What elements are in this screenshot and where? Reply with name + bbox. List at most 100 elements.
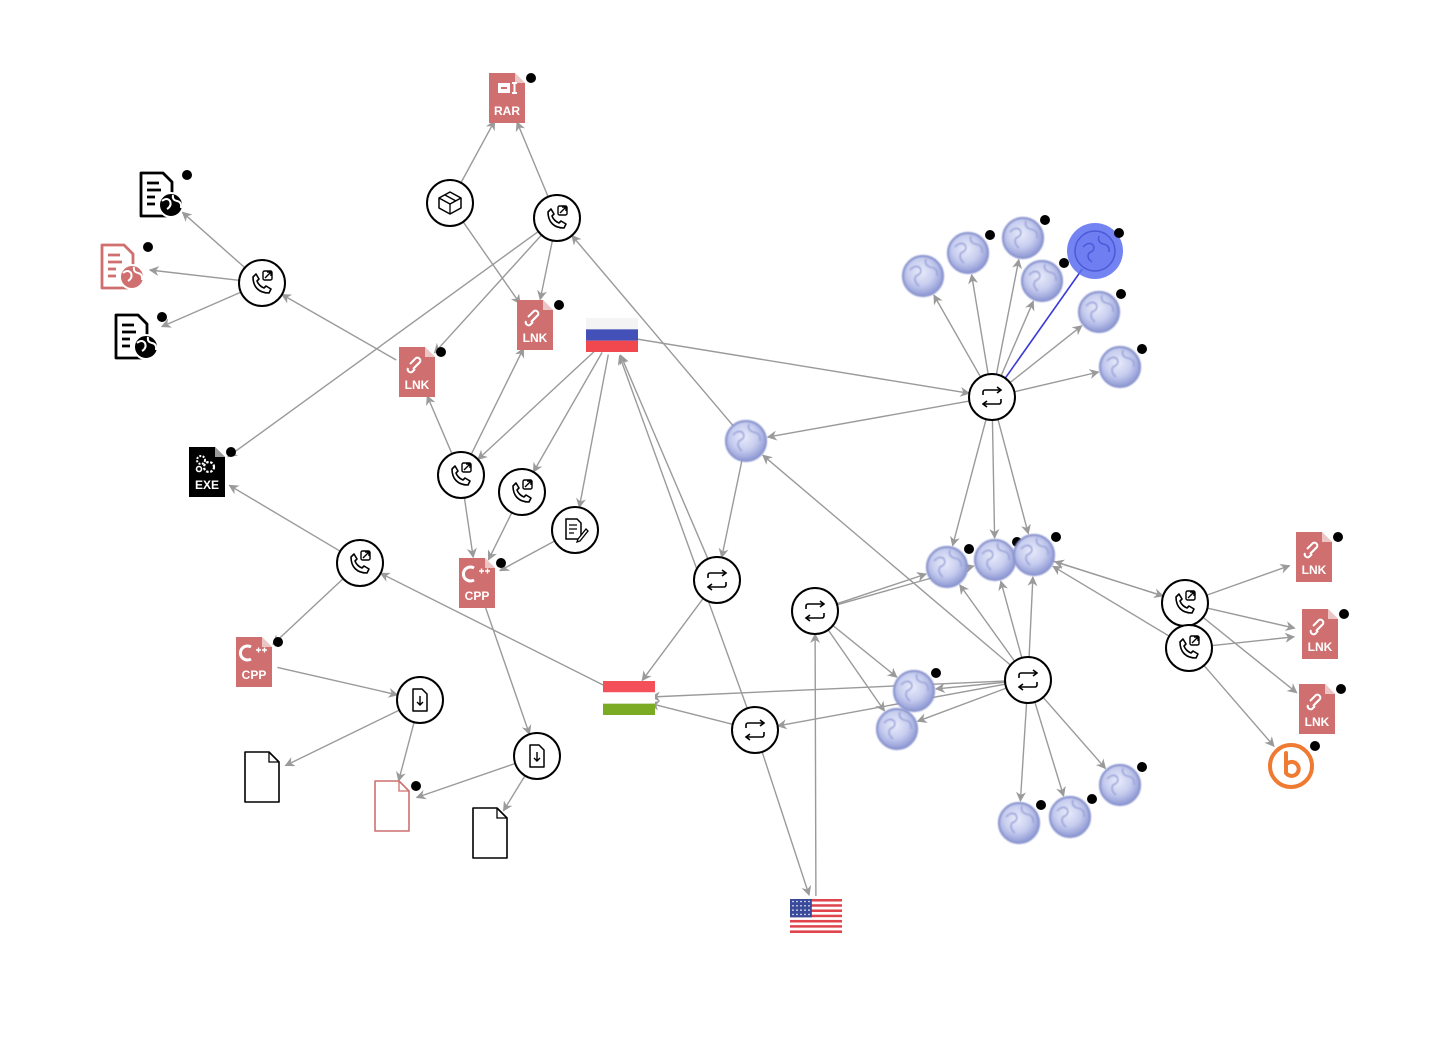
edge-callout_r2-to-bitly[interactable] xyxy=(1202,663,1275,748)
russia-flag-icon[interactable] xyxy=(586,318,638,352)
edge-hub_top-to-g_m1[interactable] xyxy=(950,417,988,547)
globe-icon[interactable] xyxy=(724,419,768,463)
phone-callout-icon[interactable] xyxy=(498,468,546,516)
edge-callout_top-to-rar[interactable] xyxy=(515,121,550,199)
web-document-icon[interactable] xyxy=(100,242,153,290)
edge-callout_top-to-exe[interactable] xyxy=(227,229,541,458)
globe-icon[interactable] xyxy=(925,544,974,589)
edge-callout_r1-to-lnk_r2[interactable] xyxy=(1205,607,1296,632)
edge-relay_c-to-flag_hu[interactable] xyxy=(641,596,705,682)
globe-icon[interactable] xyxy=(1098,762,1147,807)
phone-callout-icon[interactable] xyxy=(336,539,384,587)
cpp-file-icon[interactable]: CPP xyxy=(236,637,283,687)
edge-relay_b-to-flag_hu[interactable] xyxy=(649,700,735,726)
cpp-file-icon[interactable]: CPP xyxy=(459,558,506,608)
edge-relay_m-to-g_m1[interactable] xyxy=(834,572,928,606)
usa-flag-icon[interactable] xyxy=(790,899,842,936)
blank-file-icon[interactable] xyxy=(244,751,280,803)
edge-hub_bot-to-g_l1[interactable] xyxy=(934,681,1008,694)
phone-callout-icon[interactable] xyxy=(1165,624,1213,672)
edge-hub_top-to-g_t2[interactable] xyxy=(968,273,990,377)
phone-callout-icon[interactable] xyxy=(533,194,581,242)
globe-icon[interactable] xyxy=(946,230,995,275)
edge-flag_ru-to-doc_edit[interactable] xyxy=(576,354,609,509)
edge-hub_bot-to-g_b3[interactable] xyxy=(1041,695,1107,770)
edge-domain_c-to-relay_c[interactable] xyxy=(718,460,743,559)
edge-archive1-to-rar[interactable] xyxy=(459,120,496,185)
edge-callout_m1-to-lnk_mid[interactable] xyxy=(426,394,454,456)
edge-download1-to-blank1[interactable] xyxy=(284,708,402,767)
lnk-file-icon[interactable]: LNK xyxy=(399,347,446,397)
bitly-icon[interactable] xyxy=(1268,741,1320,789)
edge-lnk_mid-to-callout_left[interactable] xyxy=(281,293,397,361)
resolve-arrows-icon[interactable] xyxy=(791,587,839,635)
edge-callout_m1-to-cpp_mid[interactable] xyxy=(463,495,477,559)
selected-edge[interactable] xyxy=(1003,268,1083,381)
web-document-icon[interactable] xyxy=(114,312,167,360)
edge-callout_r1-to-lnk_r3[interactable] xyxy=(1200,615,1298,694)
globe-icon[interactable] xyxy=(1077,289,1126,334)
file-download-icon[interactable] xyxy=(513,732,561,780)
globe-icon[interactable] xyxy=(1020,258,1069,303)
lnk-file-icon[interactable]: LNK xyxy=(1299,684,1346,734)
edge-hub_top-to-g_m3[interactable] xyxy=(996,417,1031,535)
globe-icon[interactable] xyxy=(875,707,919,751)
edge-callout_exe-to-exe[interactable] xyxy=(228,484,343,553)
blank-file-icon[interactable] xyxy=(374,780,421,832)
edge-flag_ru-to-hub_top[interactable] xyxy=(631,337,971,397)
resolve-arrows-icon[interactable] xyxy=(731,706,779,754)
edge-callout_left-to-webdoc3[interactable] xyxy=(160,290,243,328)
edge-archive1-to-lnk_top[interactable] xyxy=(461,219,521,305)
phone-callout-icon[interactable] xyxy=(437,451,485,499)
hungary-flag-icon[interactable] xyxy=(603,681,655,715)
edge-callout_r2-to-g_m3[interactable] xyxy=(1052,565,1172,638)
lnk-file-icon[interactable]: LNK xyxy=(1296,532,1343,582)
edge-hub_bot-to-g_b2[interactable] xyxy=(1033,699,1066,797)
globe-icon[interactable] xyxy=(1001,215,1050,260)
edge-callout_top-to-lnk_top[interactable] xyxy=(537,238,554,301)
edge-hub_top-to-g_m2[interactable] xyxy=(989,417,1000,539)
phone-callout-icon[interactable] xyxy=(238,259,286,307)
edge-relay_m-to-g_l2[interactable] xyxy=(826,627,885,712)
edge-hub_top-to-g_t1[interactable] xyxy=(933,294,983,380)
edge-g_m3-to-callout_r1[interactable] xyxy=(1052,560,1165,599)
edge-doc_edit-to-cpp_mid[interactable] xyxy=(499,539,557,572)
edge-hub_top-to-g_t4[interactable] xyxy=(999,300,1035,378)
web-document-icon[interactable] xyxy=(139,170,192,218)
globe-icon[interactable] xyxy=(997,800,1046,845)
resolve-arrows-icon[interactable] xyxy=(968,373,1016,421)
edge-hub_bot-to-g_m2[interactable] xyxy=(998,580,1024,660)
edge-relay_c-to-flag_ru[interactable] xyxy=(619,354,710,561)
document-edit-icon[interactable] xyxy=(551,506,599,554)
edge-download1-to-blank_red[interactable] xyxy=(396,720,416,782)
lnk-file-icon[interactable]: LNK xyxy=(1302,609,1349,659)
edge-cpp_left-to-download1[interactable] xyxy=(277,666,399,698)
edge-flag_hu-to-callout_exe[interactable] xyxy=(379,572,612,690)
edge-hub_bot-to-domain_c[interactable] xyxy=(762,454,1013,667)
edge-relay_b-to-flag_us[interactable] xyxy=(760,749,812,897)
edge-download2-to-blank_red[interactable] xyxy=(415,762,518,800)
edge-hub_bot-to-relay_b[interactable] xyxy=(776,683,1008,730)
edge-hub_bot-to-g_l2[interactable] xyxy=(916,686,1009,723)
globe-icon[interactable] xyxy=(1098,344,1147,389)
edge-callout_r2-to-lnk_r2[interactable] xyxy=(1209,632,1296,647)
rar-file-icon[interactable]: RAR xyxy=(489,73,536,123)
globe-icon[interactable] xyxy=(892,668,941,713)
globe-icon[interactable] xyxy=(1012,532,1061,577)
edge-hub_bot-to-flag_hu[interactable] xyxy=(650,680,1008,702)
edge-relay_b-to-flag_ru[interactable] xyxy=(617,354,749,711)
globe-icon[interactable] xyxy=(973,537,1022,582)
globe-icon[interactable] xyxy=(1048,794,1097,839)
edge-domain_c-to-callout_top[interactable] xyxy=(571,234,734,427)
edge-hub_top-to-g_t3[interactable] xyxy=(995,258,1022,377)
edge-hub_bot-to-g_b1[interactable] xyxy=(1015,700,1028,802)
edge-hub_top-to-g_t5[interactable] xyxy=(1007,325,1083,385)
edge-callout_left-to-webdoc2[interactable] xyxy=(148,266,242,282)
archive-box-icon[interactable] xyxy=(426,179,474,227)
edge-callout_r1-to-lnk_r1[interactable] xyxy=(1204,564,1291,597)
file-download-icon[interactable] xyxy=(396,676,444,724)
globe-icon[interactable] xyxy=(1067,223,1124,279)
edge-callout_top-to-lnk_mid[interactable] xyxy=(433,233,544,354)
edge-callout_left-to-webdoc1[interactable] xyxy=(181,211,247,270)
